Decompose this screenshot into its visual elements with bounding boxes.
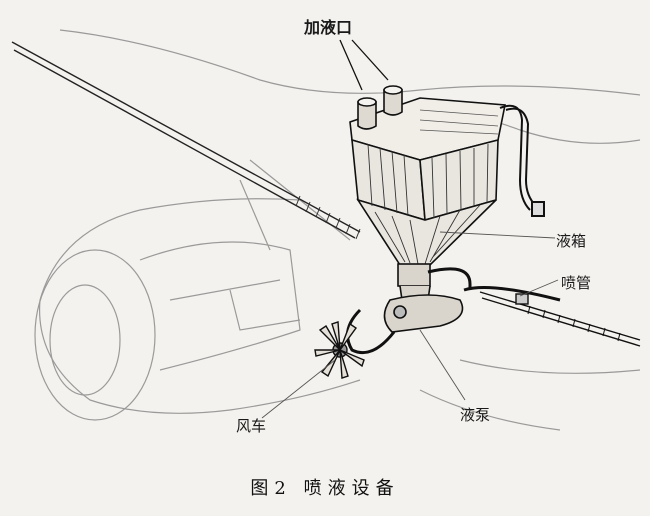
leader-lines	[261, 231, 559, 419]
vent-pipe	[499, 104, 545, 217]
spray-boom	[479, 291, 641, 347]
wing-edge	[11, 41, 361, 239]
aircraft-outline	[34, 29, 641, 431]
windmill-propeller	[314, 321, 365, 379]
figure-caption: 图2 喷液设备	[250, 478, 400, 499]
filler-caps	[357, 85, 403, 130]
label-windmill: 风车	[236, 417, 267, 435]
wing-hatching	[295, 195, 361, 240]
label-liquid-tank: 液箱	[556, 232, 587, 250]
label-spray-nozzle: 喷管	[561, 274, 592, 292]
liquid-tank	[349, 97, 506, 266]
label-filler-inlet: 加液口	[304, 18, 353, 37]
inlet-arrows	[339, 39, 389, 91]
label-liquid-pump: 液泵	[460, 406, 491, 424]
outlet-and-pump	[346, 263, 561, 355]
